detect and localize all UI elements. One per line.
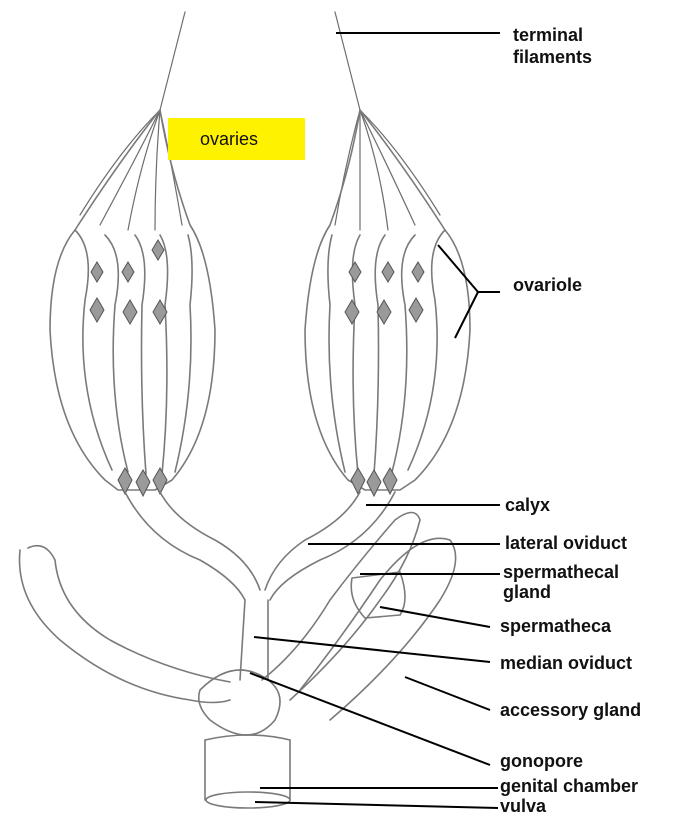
label-median-oviduct: median oviduct: [500, 653, 632, 673]
label-gonopore: gonopore: [500, 751, 583, 771]
label-vulva: vulva: [500, 796, 547, 816]
label-terminal-filaments-line1: terminal: [513, 25, 583, 45]
label-terminal-filaments-line2: filaments: [513, 47, 592, 67]
label-spermathecal-gland-line1: spermathecal: [503, 562, 619, 582]
left-ovary: [50, 12, 260, 600]
right-ovary: [265, 12, 470, 600]
label-calyx: calyx: [505, 495, 550, 515]
ovaries-label: ovaries: [200, 129, 258, 149]
label-genital-chamber: genital chamber: [500, 776, 638, 796]
label-accessory-gland: accessory gland: [500, 700, 641, 720]
label-spermathecal-gland-line2: gland: [503, 582, 551, 602]
label-spermatheca: spermatheca: [500, 616, 612, 636]
label-lateral-oviduct: lateral oviduct: [505, 533, 627, 553]
label-ovariole: ovariole: [513, 275, 582, 295]
